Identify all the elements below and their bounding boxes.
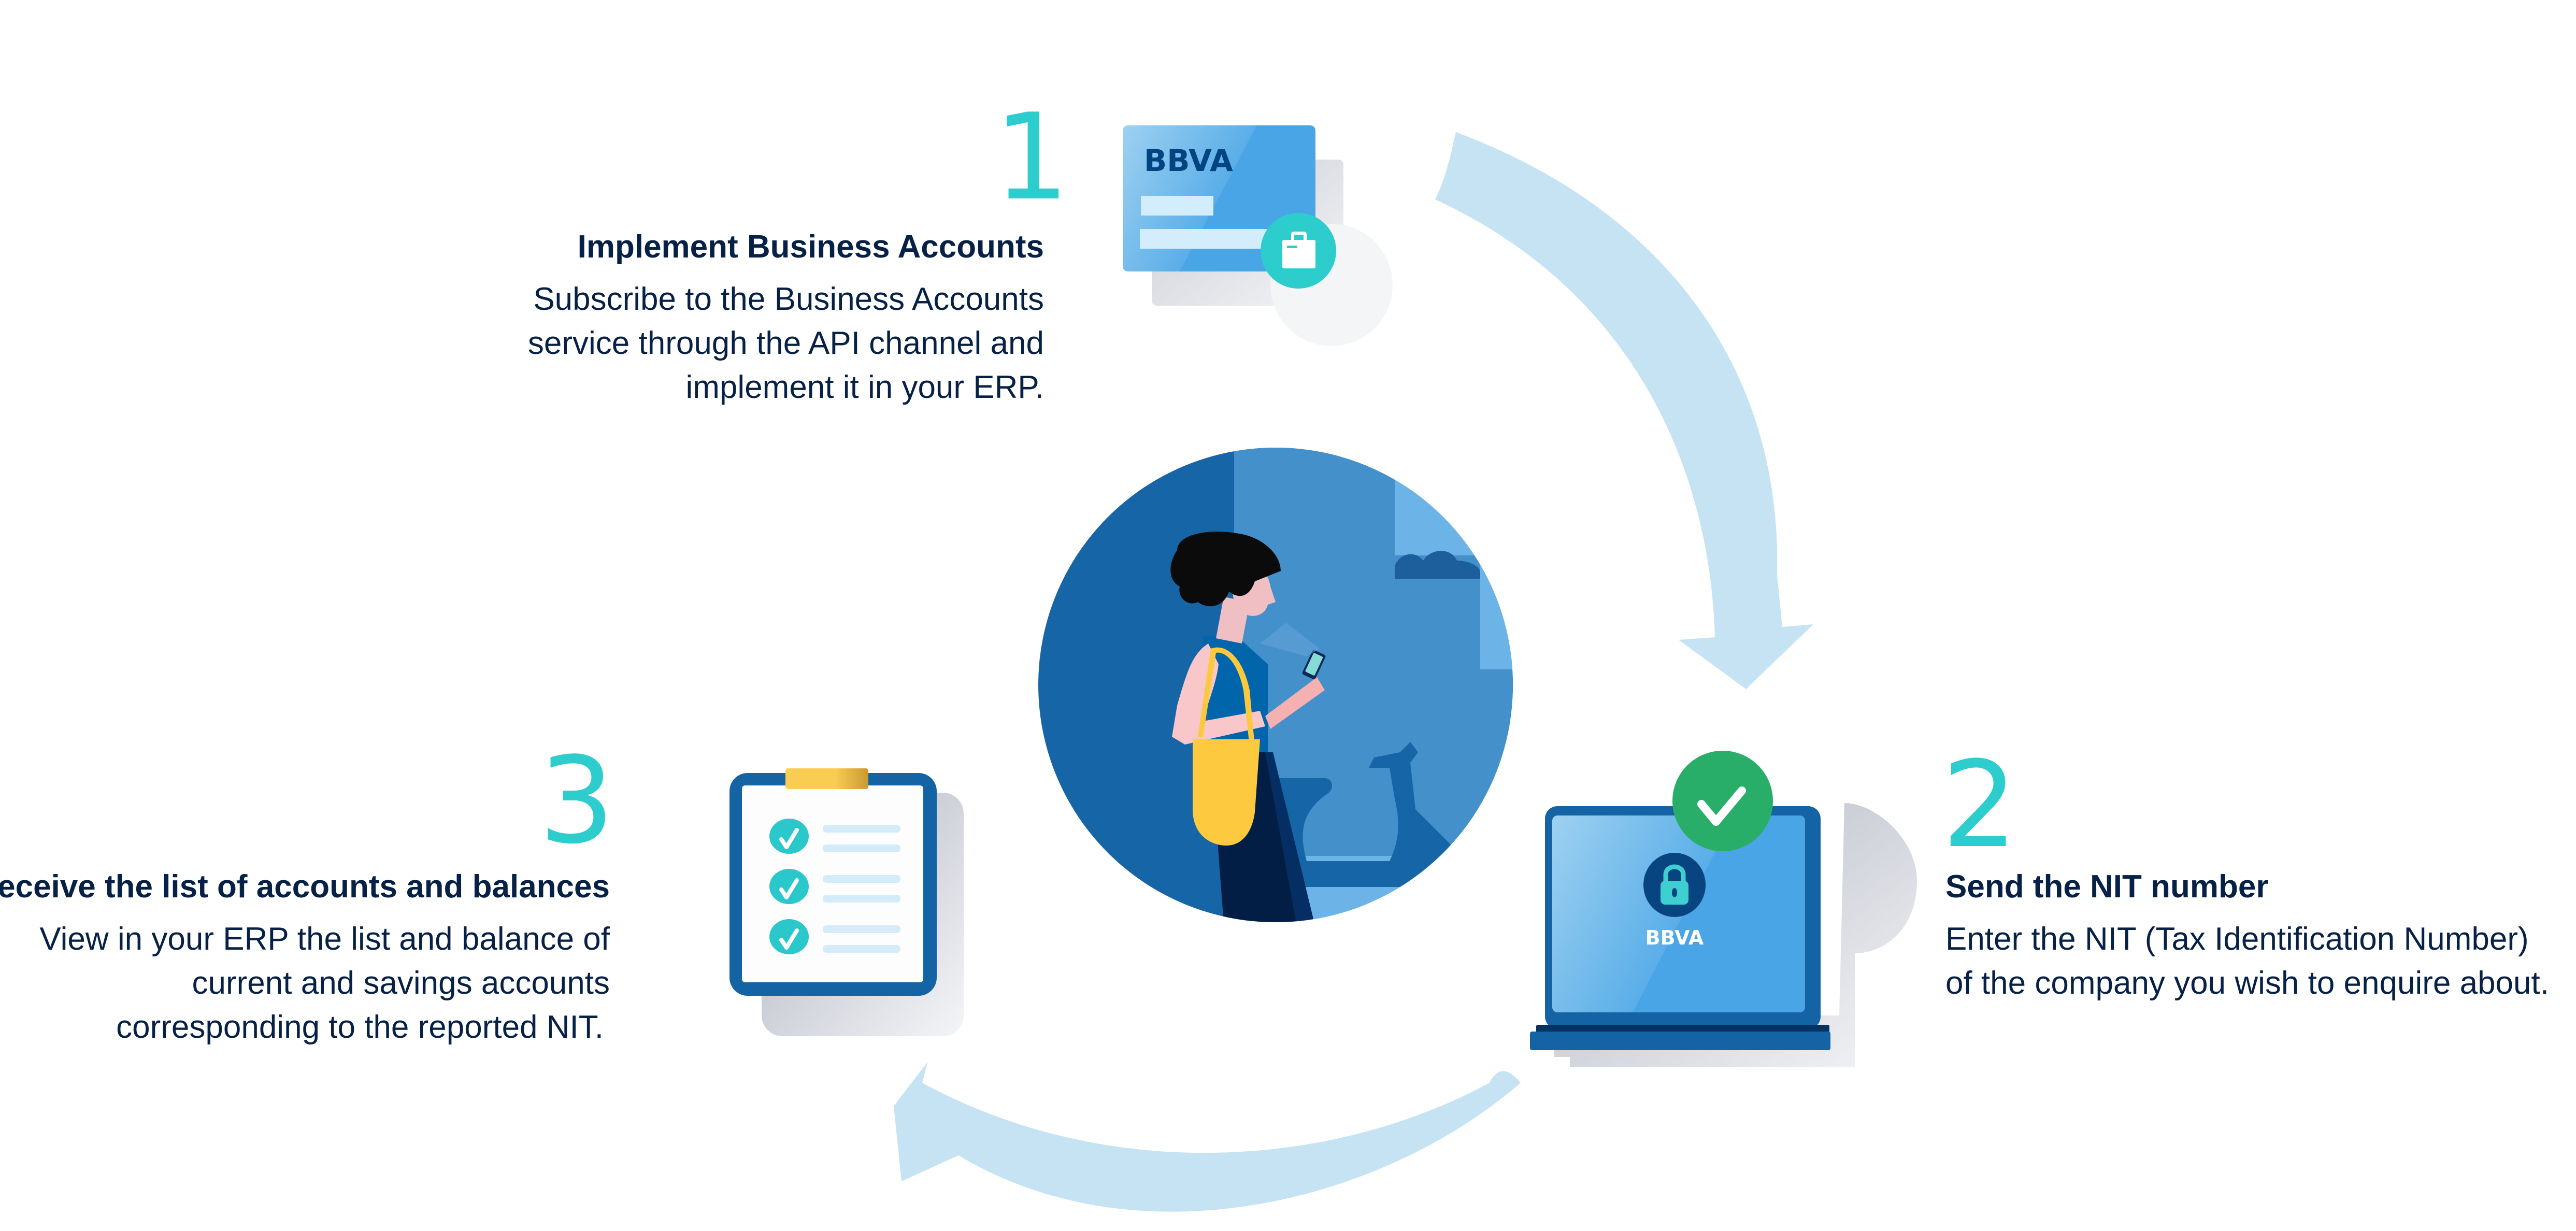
step-1-title: Implement Business Accounts: [577, 229, 1044, 265]
step-2-body: Enter the NIT (Tax Identification Number…: [1945, 917, 2549, 1005]
arm: [1172, 643, 1265, 745]
step-3-number: 3: [539, 732, 615, 870]
step-3-body: View in your ERP the list and balance of…: [39, 917, 610, 1049]
step-3-title: Receive the list of accounts and balance…: [0, 869, 610, 905]
laptop-with-lock-and-check-icon: BBVA: [1530, 751, 1917, 1067]
card-field-long: [1140, 229, 1275, 249]
check-badge: [1672, 751, 1773, 851]
hair: [1170, 532, 1281, 607]
step-1-body-line: implement it in your ERP.: [685, 369, 1044, 405]
clipboard-clip: [785, 768, 868, 789]
check-icon: [1697, 786, 1746, 826]
arrow-2-to-3: [894, 1062, 1521, 1212]
checklist-item: [769, 819, 900, 854]
step-1-number: 1: [994, 89, 1070, 227]
woman-with-phone-icon: [1038, 448, 1513, 922]
step-1-body-line: service through the API channel and: [527, 325, 1044, 361]
step-2-number: 2: [1942, 736, 2018, 875]
lock-icon: [1661, 864, 1688, 905]
step-3-body-line: corresponding to the reported NIT.: [116, 1009, 604, 1045]
bag-strap: [1198, 647, 1255, 747]
briefcase-icon: [1282, 232, 1315, 268]
card-field-short: [1141, 196, 1213, 216]
laptop-logo: BBVA: [1645, 926, 1704, 949]
arrow-1-to-2: [1435, 132, 1813, 689]
bag: [1193, 739, 1260, 846]
checklist-item: [769, 919, 900, 954]
step-2-body-line: Enter the NIT (Tax Identification Number…: [1945, 921, 2529, 957]
laptop-base: [1530, 1032, 1830, 1050]
step-3-body-line: current and savings accounts: [192, 965, 610, 1001]
checklist-item: [769, 869, 900, 904]
step-1-body: Subscribe to the Business Accounts servi…: [528, 277, 1044, 409]
step-2-body-line: of the company you wish to enquire about…: [1945, 965, 2549, 1001]
card-logo: BBVA: [1144, 143, 1233, 178]
laptop-hinge: [1536, 1025, 1829, 1033]
step-1-body-line: Subscribe to the Business Accounts: [533, 281, 1044, 317]
step-3-body-line: View in your ERP the list and balance of: [39, 921, 610, 957]
step-2-title: Send the NIT number: [1945, 869, 2269, 905]
clipboard-checklist-icon: [729, 768, 964, 1036]
bank-card-with-briefcase-icon: BBVA: [1123, 125, 1393, 346]
